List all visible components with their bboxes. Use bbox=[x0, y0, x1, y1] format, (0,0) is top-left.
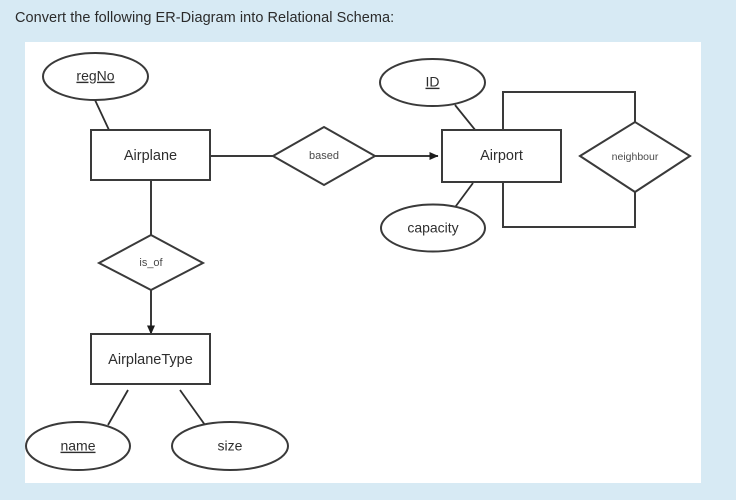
attribute-size-label: size bbox=[218, 438, 243, 454]
attribute-size[interactable] bbox=[171, 421, 289, 471]
entity-airport[interactable] bbox=[441, 129, 562, 183]
edge-airplanetype-size bbox=[179, 389, 206, 426]
relationship-neighbour[interactable] bbox=[578, 120, 692, 194]
attribute-name-label: name bbox=[60, 438, 95, 454]
edge-airport-capacity bbox=[452, 182, 474, 211]
edge-id-airport bbox=[454, 104, 477, 132]
attribute-regno[interactable] bbox=[42, 52, 149, 101]
attribute-regno-label: regNo bbox=[76, 68, 114, 84]
attribute-id[interactable] bbox=[379, 58, 486, 107]
relationship-neighbour-label: neighbour bbox=[612, 151, 659, 163]
edge-regno-airplane bbox=[94, 99, 110, 131]
page-title: Convert the following ER-Diagram into Re… bbox=[15, 10, 395, 26]
relationship-is-of-label: is_of bbox=[139, 257, 163, 269]
attribute-capacity-label: capacity bbox=[407, 220, 458, 236]
entity-airplane-type-label: AirplaneType bbox=[108, 352, 193, 368]
relationship-based-label: based bbox=[309, 150, 339, 162]
attribute-id-label: ID bbox=[426, 74, 440, 90]
entity-airplane-label: Airplane bbox=[124, 148, 177, 164]
attribute-capacity[interactable] bbox=[380, 203, 486, 253]
edge-airport-neighbour-upper bbox=[502, 91, 636, 130]
entity-airport-label: Airport bbox=[480, 148, 523, 164]
relationship-is-of[interactable] bbox=[96, 233, 206, 292]
er-diagram-svg: Airplane AirplaneType Airport regNo name… bbox=[25, 52, 692, 471]
entity-airplane-type[interactable] bbox=[90, 333, 211, 385]
edge-airport-neighbour-lower bbox=[502, 182, 636, 228]
er-diagram-canvas: Airplane AirplaneType Airport regNo name… bbox=[25, 42, 701, 483]
attribute-name[interactable] bbox=[25, 421, 131, 471]
edge-airplanetype-name bbox=[107, 389, 129, 426]
relationship-based[interactable] bbox=[270, 125, 378, 187]
entity-airplane[interactable] bbox=[90, 129, 211, 181]
